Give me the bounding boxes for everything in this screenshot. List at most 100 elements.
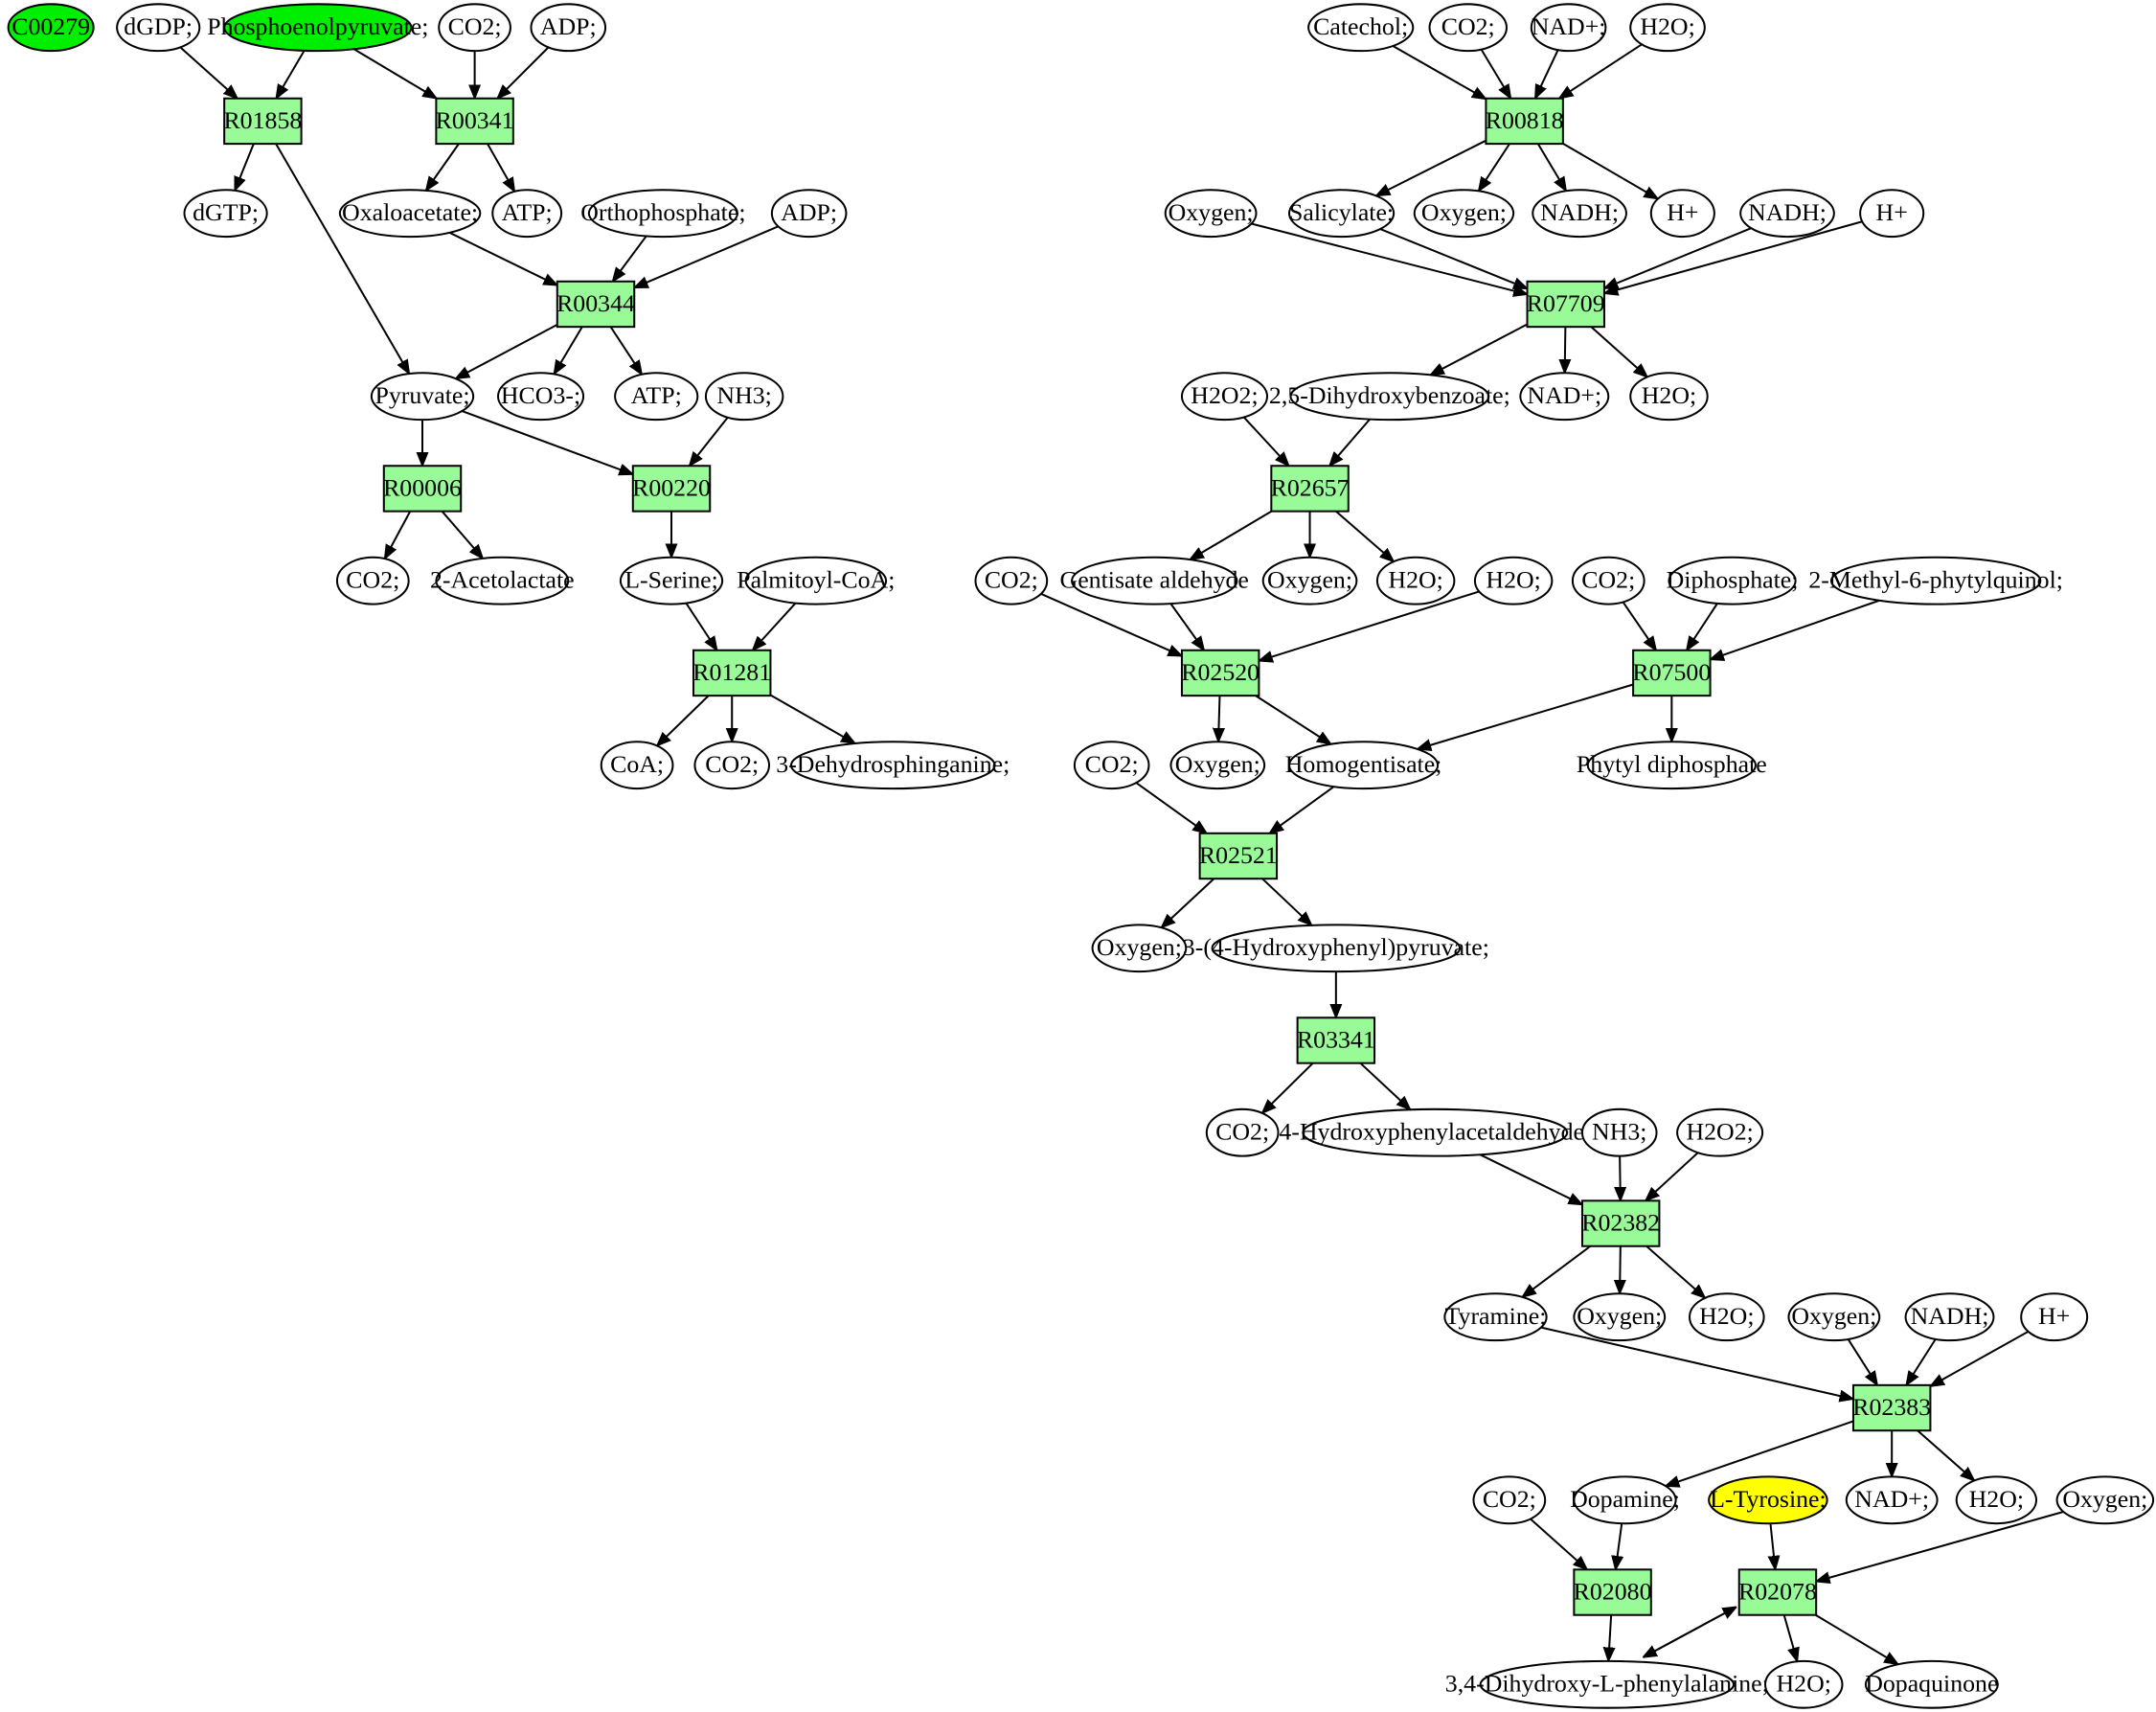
reaction-node-r00818[interactable]: R00818 <box>1485 97 1564 146</box>
reaction-box <box>1851 1383 1932 1432</box>
compound-node-adp_b[interactable]: ADP; <box>770 189 848 239</box>
compound-node-oxygen_b[interactable]: Oxygen; <box>1413 189 1515 239</box>
reaction-node-r00341[interactable]: R00341 <box>435 97 514 146</box>
reaction-node-r01281[interactable]: R01281 <box>692 649 772 697</box>
compound-node-oxygen_a[interactable]: Oxygen; <box>1164 189 1258 239</box>
compound-node-dopamine[interactable]: Dopamine; <box>1570 1475 1680 1525</box>
compound-node-co2_c[interactable]: CO2; <box>693 741 771 790</box>
compound-node-nadp_c[interactable]: NAD+; <box>1845 1475 1939 1525</box>
compound-node-dgdp[interactable]: dGDP; <box>116 3 201 53</box>
reaction-node-r02383[interactable]: R02383 <box>1851 1383 1932 1432</box>
compound-node-co2_g[interactable]: CO2; <box>1073 741 1150 790</box>
compound-node-ldopa[interactable]: 3,4-Dihydroxy-L-phenylalanine; <box>1445 1659 1769 1709</box>
compound-node-pep[interactable]: Phosphoenolpyruvate; <box>207 3 428 53</box>
compound-node-tyramine[interactable]: Tyramine; <box>1443 1292 1548 1342</box>
node-label: R00006 <box>383 473 462 501</box>
compound-node-oxygen_d[interactable]: Oxygen; <box>1169 741 1266 790</box>
compound-node-oxygen_e[interactable]: Oxygen; <box>1091 924 1188 973</box>
compound-node-nadp_b[interactable]: NAD+; <box>1519 372 1610 422</box>
compound-node-dgtp[interactable]: dGTP; <box>183 189 268 239</box>
edge-orthophosphate-to-R00344 <box>613 235 647 281</box>
compound-node-hpa[interactable]: 4-Hydroxyphenylacetaldehyde; <box>1279 1107 1591 1157</box>
compound-node-co2_f[interactable]: CO2; <box>1571 556 1645 605</box>
compound-node-atp_b[interactable]: ATP; <box>614 372 699 422</box>
compound-node-gentaldehyde[interactable]: Gentisate aldehyde <box>1060 556 1249 605</box>
compound-node-h2o_g[interactable]: H2O; <box>1764 1659 1844 1709</box>
compound-node-h2o_d[interactable]: H2O; <box>1473 556 1554 605</box>
reaction-node-r02521[interactable]: R02521 <box>1198 832 1279 880</box>
compound-node-phytyldp[interactable]: Phytyl diphosphate <box>1577 741 1767 790</box>
node-label: R02078 <box>1738 1577 1817 1605</box>
reaction-node-r03341[interactable]: R03341 <box>1296 1016 1376 1064</box>
compound-node-lserine[interactable]: L-Serine; <box>619 556 724 605</box>
compound-node-oxygen_g[interactable]: Oxygen; <box>1787 1292 1881 1342</box>
reaction-node-r00344[interactable]: R00344 <box>556 280 636 329</box>
compound-node-oxygen_c[interactable]: Oxygen; <box>1261 556 1358 605</box>
compound-node-nadp_a[interactable]: NAD+; <box>1530 3 1607 53</box>
compound-node-nh3_b[interactable]: NH3; <box>1580 1107 1658 1157</box>
compound-node-catechol[interactable]: Catechol; <box>1307 3 1415 53</box>
compound-ellipse <box>497 372 585 422</box>
compound-node-dhb[interactable]: 2,5-Dihydroxybenzoate; <box>1269 372 1510 422</box>
reaction-node-r02078[interactable]: R02078 <box>1737 1568 1818 1616</box>
compound-node-dehydrosph[interactable]: 3-Dehydrosphinganine; <box>776 741 1010 790</box>
compound-node-co2_d[interactable]: CO2; <box>1428 3 1508 53</box>
reaction-node-r01858[interactable]: R01858 <box>223 97 303 146</box>
compound-node-c00279[interactable]: C00279 <box>7 3 95 53</box>
compound-node-co2_e[interactable]: CO2; <box>974 556 1049 605</box>
compound-node-hplus_a[interactable]: H+ <box>1649 189 1715 239</box>
node-label: Oxygen; <box>1267 566 1352 594</box>
compound-node-nadh_b[interactable]: NADH; <box>1739 189 1835 239</box>
compound-node-oxygen_h[interactable]: Oxygen; <box>2055 1475 2155 1525</box>
compound-node-nadh_a[interactable]: NADH; <box>1532 189 1627 239</box>
compound-node-h2o_b[interactable]: H2O; <box>1629 372 1709 422</box>
compound-node-hplus_b[interactable]: H+ <box>1859 189 1925 239</box>
reaction-node-r07500[interactable]: R07500 <box>1632 649 1712 697</box>
compound-node-coa[interactable]: CoA; <box>600 741 674 790</box>
compound-node-pyruvate[interactable]: Pyruvate; <box>370 372 475 422</box>
reaction-node-r07709[interactable]: R07709 <box>1526 280 1605 329</box>
compound-node-co2_i[interactable]: CO2; <box>1472 1475 1547 1525</box>
compound-node-acetolactate[interactable]: 2-Acetolactate <box>430 556 575 605</box>
compound-node-atp_a[interactable]: ATP; <box>491 189 563 239</box>
reaction-box <box>223 97 303 146</box>
compound-node-co2_h[interactable]: CO2; <box>1205 1107 1280 1157</box>
compound-node-h2o_e[interactable]: H2O; <box>1689 1292 1765 1342</box>
reaction-node-r02657[interactable]: R02657 <box>1270 465 1350 513</box>
compound-node-salicylate[interactable]: Salicylate; <box>1287 189 1396 239</box>
compound-node-palmitoylcoa[interactable]: Palmitoyl-CoA; <box>737 556 895 605</box>
compound-node-mpq[interactable]: 2-Methyl-6-phytylquinol; <box>1808 556 2063 605</box>
compound-node-co2_b[interactable]: CO2; <box>335 556 410 605</box>
compound-node-hco3[interactable]: HCO3-; <box>497 372 585 422</box>
compound-node-homogentisate[interactable]: Homogentisate; <box>1285 741 1442 790</box>
compound-node-h2o2_a[interactable]: H2O2; <box>1180 372 1269 422</box>
compound-node-orthophosphate[interactable]: Orthophosphate; <box>580 189 746 239</box>
node-label: CO2; <box>448 12 502 40</box>
compound-node-nh3_a[interactable]: NH3; <box>704 372 784 422</box>
compound-node-nadh_c[interactable]: NADH; <box>1904 1292 1995 1342</box>
edge-nadp_a-to-R00818 <box>1533 49 1559 99</box>
compound-node-h2o_c[interactable]: H2O; <box>1375 556 1456 605</box>
compound-node-diphosphate[interactable]: Diphosphate; <box>1667 556 1799 605</box>
compound-node-h2o_f[interactable]: H2O; <box>1955 1475 2038 1525</box>
reaction-node-r02520[interactable]: R02520 <box>1180 649 1260 697</box>
reaction-node-r00006[interactable]: R00006 <box>382 465 463 513</box>
reaction-node-r00220[interactable]: R00220 <box>631 465 712 513</box>
compound-node-co2_a[interactable]: CO2; <box>438 3 511 53</box>
reaction-node-r02382[interactable]: R02382 <box>1580 1199 1661 1247</box>
edge-R02078-to-dopaquinone <box>1815 1613 1898 1665</box>
edge-co2_f-to-R07500 <box>1622 601 1657 650</box>
compound-node-oxaloacetate[interactable]: Oxaloacetate; <box>338 189 482 239</box>
edge-dopamine-to-R02080 <box>1616 1523 1622 1569</box>
compound-node-hplus_c[interactable]: H+ <box>2020 1292 2089 1342</box>
compound-node-h2o2_b[interactable]: H2O2; <box>1676 1107 1764 1157</box>
reaction-box <box>556 280 636 329</box>
node-label: H2O2; <box>1686 1118 1753 1146</box>
compound-node-h2o_a[interactable]: H2O; <box>1629 3 1706 53</box>
compound-node-oxygen_f[interactable]: Oxygen; <box>1573 1292 1667 1342</box>
compound-node-ltyrosine[interactable]: L-Tyrosine; <box>1708 1475 1828 1525</box>
compound-node-hpp[interactable]: 3-(4-Hydroxyphenyl)pyruvate; <box>1183 924 1489 973</box>
compound-node-dopaquinone[interactable]: Dopaquinone <box>1864 1659 1999 1709</box>
compound-node-adp_a[interactable]: ADP; <box>530 3 607 53</box>
reaction-node-r02080[interactable]: R02080 <box>1573 1568 1652 1616</box>
